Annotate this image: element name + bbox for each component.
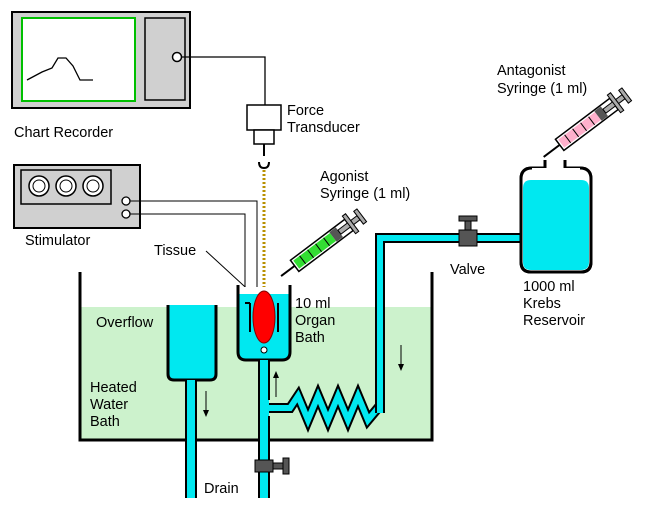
feed-pipe-fill xyxy=(259,360,269,498)
water-bath-tank xyxy=(78,272,434,442)
agonist-tick-4 xyxy=(323,237,331,247)
overflow-drain-pipe xyxy=(186,380,196,498)
organ-bath-label-line3: Bath xyxy=(295,330,325,346)
tissue-label: Tissue xyxy=(154,243,196,259)
reservoir-fluid xyxy=(523,180,589,270)
reservoir-headspace xyxy=(521,168,591,180)
antagonist-syringe-label-line1: Antagonist xyxy=(497,63,566,79)
drain-valve-stem xyxy=(272,462,284,470)
reservoir-label-line1: 1000 ml xyxy=(523,279,575,295)
agonist-needle xyxy=(280,265,296,277)
agonist-syringe-label-line2: Syringe (1 ml) xyxy=(320,186,410,202)
overflow-vessel xyxy=(166,305,218,498)
reservoir-flask-icon xyxy=(519,160,593,274)
antagonist-syringe-label-line2: Syringe (1 ml) xyxy=(497,81,587,97)
arrow-icon xyxy=(273,371,279,397)
overflow-arrow-head xyxy=(203,410,209,417)
drain-valve-handle xyxy=(282,457,290,475)
organ-bath-label-line1: 10 ml xyxy=(295,296,330,312)
tissue xyxy=(252,290,276,344)
valve-body xyxy=(458,229,478,247)
drain-valve-icon[interactable] xyxy=(254,457,290,475)
stimulator-label: Stimulator xyxy=(25,233,90,249)
antagonist-flange xyxy=(606,92,625,114)
coil-fluid xyxy=(269,388,383,428)
stimulator-dial-2 xyxy=(55,175,77,197)
heated-water-bath-label-line2: Water xyxy=(90,397,128,413)
stimulator-dial-3-inner xyxy=(86,179,100,193)
force-transducer-label-line1: Force xyxy=(287,103,324,119)
antagonist-plunger-seal xyxy=(594,106,608,121)
reservoir-wall xyxy=(519,166,593,274)
heating-coil-icon xyxy=(269,383,383,433)
reservoir-label-line2: Krebs xyxy=(523,296,561,312)
antagonist-needle xyxy=(543,144,561,158)
antagonist-tick-2 xyxy=(572,128,580,138)
agonist-tick-1 xyxy=(299,255,307,265)
antagonist-tick-4 xyxy=(588,116,596,126)
overflow-fluid xyxy=(168,305,216,380)
agonist-fluid xyxy=(293,232,336,269)
antagonist-tick-1 xyxy=(564,134,572,144)
stimulator-dial-1-inner xyxy=(32,179,46,193)
stimulator-jack-2 xyxy=(121,209,131,219)
agonist-plunger-cap xyxy=(353,208,368,225)
supply-arrow-head xyxy=(398,364,404,371)
antagonist-syringe-icon xyxy=(543,87,633,158)
organ-bath-feed-pipe xyxy=(258,360,270,498)
chart-recorder-label: Chart Recorder xyxy=(14,125,113,141)
transducer-hook xyxy=(258,144,270,170)
stimulator-jack-1 xyxy=(121,196,131,206)
heated-water-bath-label-line3: Bath xyxy=(90,414,120,430)
stimulator-icon xyxy=(13,164,141,229)
stimulator-dial-3 xyxy=(82,175,104,197)
valve-label: Valve xyxy=(450,262,485,278)
chart-recorder-icon xyxy=(11,11,191,109)
chart-recorder-input-jack xyxy=(171,51,183,63)
arrow-icon xyxy=(203,391,209,417)
stimulator-lead-2 xyxy=(130,213,246,300)
agonist-syringe-icon xyxy=(280,208,368,277)
tissue-anchor xyxy=(260,346,268,354)
stimulator-dial-1 xyxy=(28,175,50,197)
valve-handle xyxy=(458,215,478,222)
agonist-syringe-label-line1: Agonist xyxy=(320,169,368,185)
antagonist-plunger-cap xyxy=(618,87,633,104)
recorder-cable xyxy=(181,56,266,105)
chart-trace xyxy=(26,57,93,81)
valve-icon[interactable] xyxy=(458,215,478,247)
agonist-tick-2 xyxy=(307,249,315,259)
stimulator-lead-1 xyxy=(130,200,258,300)
organ-bath xyxy=(236,285,292,362)
transducer-mount xyxy=(253,129,275,145)
arrow-icon xyxy=(398,345,404,371)
agonist-flange xyxy=(341,213,360,235)
antagonist-fluid xyxy=(558,111,601,148)
heated-water-bath-label-line1: Heated xyxy=(90,380,137,396)
organ-bath-label-line2: Organ xyxy=(295,313,335,329)
drain-valve-body xyxy=(254,459,274,473)
overflow-label: Overflow xyxy=(96,315,154,331)
agonist-plunger-seal xyxy=(329,227,343,242)
force-transducer-icon xyxy=(246,104,282,170)
antagonist-tick-3 xyxy=(580,122,588,132)
agonist-tick-3 xyxy=(315,243,323,253)
drain-label: Drain xyxy=(204,481,239,497)
feed-arrow-head xyxy=(273,371,279,378)
reservoir-label-line3: Reservoir xyxy=(523,313,585,329)
chart-recorder-paper xyxy=(21,17,136,102)
force-transducer-label-line2: Transducer xyxy=(287,120,360,136)
stimulator-dial-2-inner xyxy=(59,179,73,193)
transducer-body xyxy=(246,104,282,131)
